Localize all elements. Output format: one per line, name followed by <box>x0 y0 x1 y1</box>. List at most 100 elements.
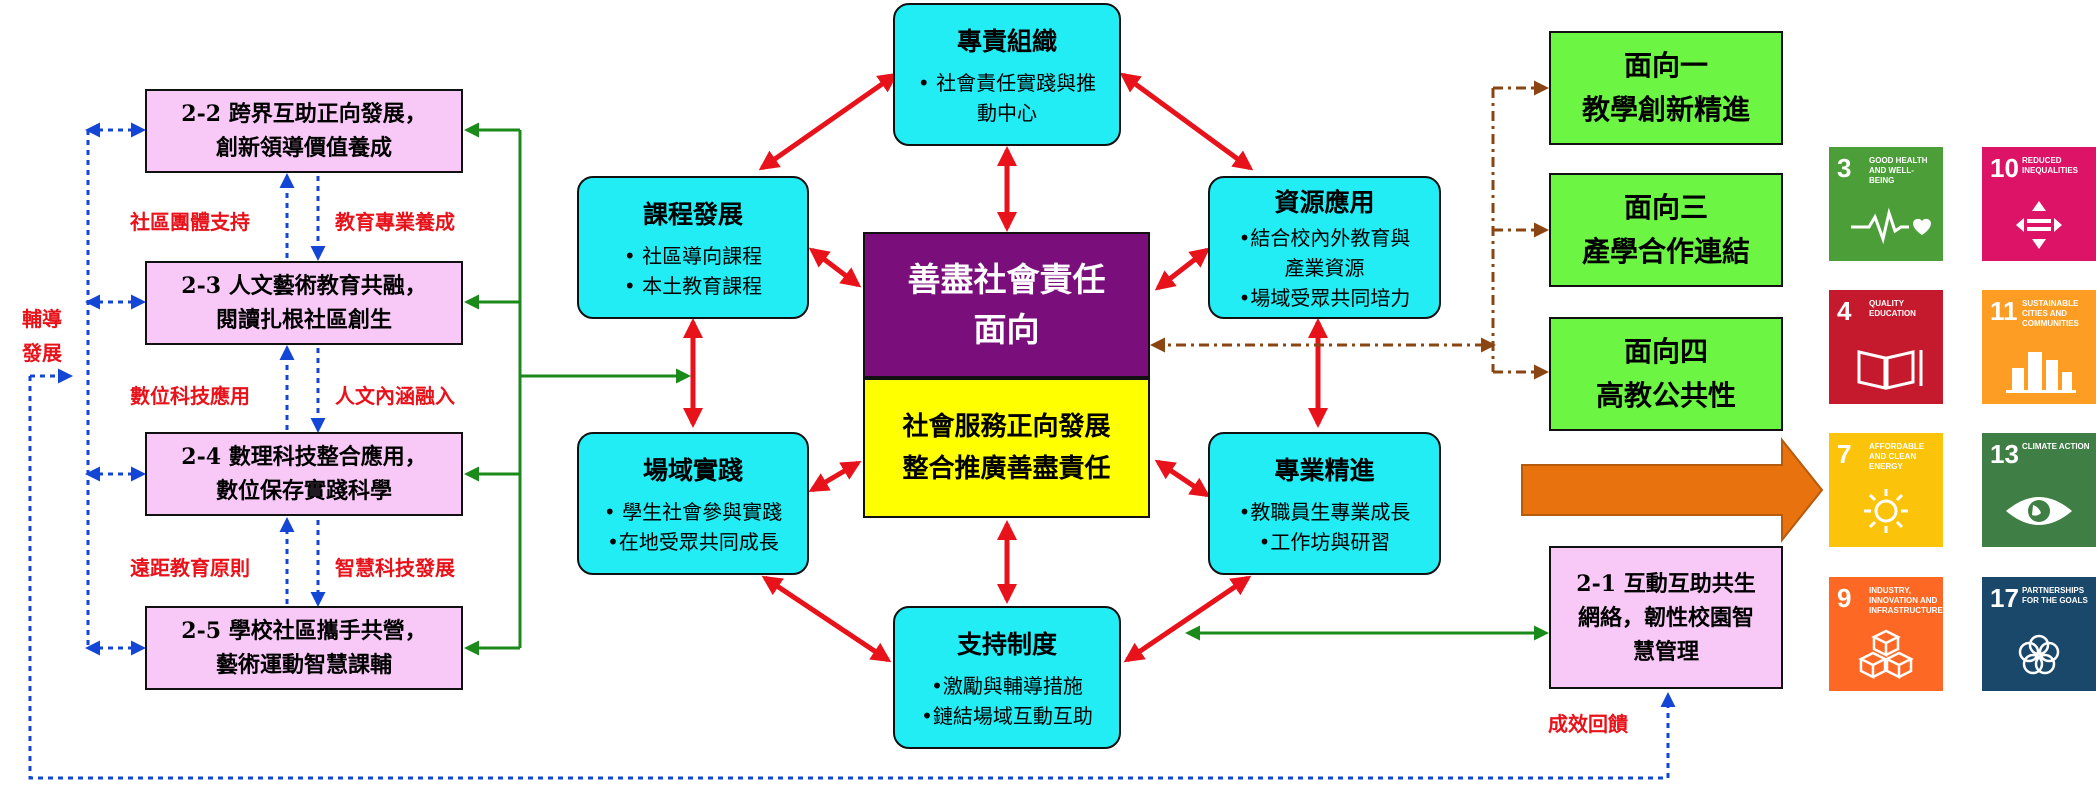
cubes-icon <box>1858 629 1914 680</box>
ring-box-support: 支持制度 •激勵與輔導措施 •鏈結場域互動互助 <box>893 606 1121 749</box>
aspect-box-3: 面向三 產學合作連結 <box>1549 173 1783 287</box>
sdg-number: 4 <box>1837 296 1852 326</box>
ring-box-support-title: 支持制度 <box>956 629 1057 659</box>
sdg-tile-17: 17 PARTNERSHIPS FOR THE GOALS <box>1982 577 2096 691</box>
ring-box-org: 專責組織 • 社會責任實踐與推 動中心 <box>893 3 1121 146</box>
aspect-box-4-line2: 高教公共性 <box>1595 379 1736 412</box>
ring-box-resource: 資源應用 •結合校內外教育與 產業資源 •場域受眾共同培力 <box>1208 176 1441 319</box>
arrow-curriculum-center <box>808 247 862 288</box>
ring-box-curriculum: 課程發展 • 社區導向課程 • 本土教育課程 <box>577 176 809 319</box>
center-subtitle-box: 社會服務正向發展 整合推廣善盡責任 <box>863 378 1150 518</box>
rings-icon <box>2018 634 2060 675</box>
sdg-label: INDUSTRY, INNOVATION AND INFRASTRUCTURE <box>1869 586 1943 615</box>
sdg-tile-4: 4 QUALITY EDUCATION <box>1829 290 1943 404</box>
sdg-number: 9 <box>1837 583 1852 613</box>
label-guidance-line2: 發展 <box>22 341 62 365</box>
arrow-field-support <box>761 575 892 663</box>
label-smart-tech: 智慧科技發展 <box>335 556 455 580</box>
ring-box-org-item: • 社會責任實踐與推 <box>917 70 1097 95</box>
center-subtitle-line2: 整合推廣善盡責任 <box>902 454 1111 484</box>
equality-icon <box>2016 201 2062 249</box>
box-2-3-line2: 閱讀扎根社區創生 <box>215 307 392 333</box>
brown-connectors <box>1150 80 1549 380</box>
sun-icon <box>1864 489 1908 533</box>
box-2-4-line1: 2-4 數理科技整合應用， <box>181 444 427 470</box>
label-digital-tech: 數位科技應用 <box>130 384 250 408</box>
center-title-box: 善盡社會責任 面向 <box>863 232 1150 378</box>
box-2-5-line1: 2-5 學校社區攜手共營， <box>181 618 427 644</box>
city-icon <box>2006 352 2076 393</box>
ring-box-resource-item: 產業資源 <box>1284 255 1365 280</box>
ring-box-resource-item: •場域受眾共同培力 <box>1238 285 1411 310</box>
ring-box-org-item: 動中心 <box>977 100 1037 125</box>
sdg-tile-3: 3 GOOD HEALTH AND WELL-BEING <box>1829 147 1943 261</box>
eye-globe-icon <box>2006 497 2072 525</box>
ring-box-resource-item: •結合校內外教育與 <box>1238 225 1411 250</box>
center-title-line2: 面向 <box>973 310 1040 349</box>
arrow-pro-center <box>1154 459 1211 498</box>
blue-connectors <box>28 122 1676 780</box>
label-humanities: 人文內涵融入 <box>335 384 455 408</box>
feedback-loop <box>28 376 1676 780</box>
label-guidance-line1: 輔導 <box>22 307 62 331</box>
sdg-tile-9: 9 INDUSTRY, INNOVATION AND INFRASTRUCTUR… <box>1829 577 1943 691</box>
ring-box-field-title: 場域實踐 <box>642 455 743 485</box>
arrow-field-center <box>808 460 862 493</box>
box-2-2: 2-2 跨界互助正向發展， 創新領導價值養成 <box>145 89 463 173</box>
box-2-1: 2-1 互動互助共生 網絡，韌性校園智 慧管理 <box>1549 546 1783 689</box>
ring-arrows <box>683 72 1328 663</box>
ring-box-pro-title: 專業精進 <box>1274 455 1375 485</box>
aspect-box-1-line1: 面向一 <box>1623 49 1708 82</box>
book-icon <box>1857 350 1923 390</box>
ring-box-support-item: •鏈結場域互動互助 <box>921 703 1093 728</box>
ring-box-curriculum-item: • 社區導向課程 <box>623 243 763 268</box>
aspect-box-1: 面向一 教學創新精進 <box>1549 31 1783 145</box>
box-2-1-line2: 網絡，韌性校園智 <box>1577 604 1754 631</box>
label-feedback: 成效回饋 <box>1548 712 1628 736</box>
arrow-pro-support <box>1123 575 1252 663</box>
big-orange-arrow <box>1521 437 1824 543</box>
sdg-label: GOOD HEALTH AND WELL-BEING <box>1869 156 1928 185</box>
label-community-support: 社區團體支持 <box>130 210 250 234</box>
ring-box-support-item: •激勵與輔導措施 <box>931 673 1083 698</box>
sdg-number: 10 <box>1990 153 2019 183</box>
box-2-5-line2: 藝術運動智慧課輔 <box>215 652 392 678</box>
sdg-number: 11 <box>1990 296 2018 326</box>
ring-box-field-item: •在地受眾共同成長 <box>607 529 779 554</box>
aspect-box-4-line1: 面向四 <box>1623 335 1708 368</box>
box-2-4: 2-4 數理科技整合應用， 數位保存實踐科學 <box>145 432 463 516</box>
box-2-3-line1: 2-3 人文藝術教育共融， <box>181 273 427 299</box>
sdg-label: QUALITY EDUCATION <box>1869 299 1916 318</box>
sdg-number: 3 <box>1837 153 1852 183</box>
sdg-label: PARTNERSHIPS FOR THE GOALS <box>2022 586 2088 605</box>
heartbeat-icon <box>1851 207 1931 245</box>
center-title-line1: 善盡社會責任 <box>907 260 1106 299</box>
arrow-org-resource <box>1119 72 1254 171</box>
box-2-3: 2-3 人文藝術教育共融， 閱讀扎根社區創生 <box>145 261 463 345</box>
sdg-number: 13 <box>1990 439 2019 469</box>
label-edu-professional: 教育專業養成 <box>335 210 455 234</box>
sdg-label: AFFORDABLE AND CLEAN ENERGY <box>1869 442 1925 471</box>
ring-box-curriculum-item: • 本土教育課程 <box>623 273 763 298</box>
ring-box-pro: 專業精進 •教職員生專業成長 •工作坊與研習 <box>1208 432 1441 575</box>
ring-box-resource-title: 資源應用 <box>1274 187 1375 217</box>
aspect-box-1-line2: 教學創新精進 <box>1581 93 1750 126</box>
sdg-number: 17 <box>1990 583 2019 613</box>
box-2-4-line2: 數位保存實踐科學 <box>215 478 392 504</box>
box-2-1-line3: 慧管理 <box>1632 638 1699 665</box>
sdg-tile-7: 7 AFFORDABLE AND CLEAN ENERGY <box>1829 433 1943 547</box>
sdg-tile-10: 10 REDUCED INEQUALITIES <box>1982 147 2096 261</box>
sdg-tile-11: 11 SUSTAINABLE CITIES AND COMMUNITIES <box>1982 290 2096 404</box>
sdg-label: REDUCED INEQUALITIES <box>2022 156 2079 175</box>
label-guidance: 輔導 發展 <box>22 302 62 370</box>
center-subtitle-line1: 社會服務正向發展 <box>902 412 1111 442</box>
label-remote-edu: 遠距教育原則 <box>130 556 250 580</box>
ring-box-field-item: • 學生社會參與實踐 <box>603 499 783 524</box>
ring-box-pro-item: •教職員生專業成長 <box>1238 499 1411 524</box>
ring-box-pro-item: •工作坊與研習 <box>1258 529 1391 554</box>
green-connectors <box>464 122 1549 656</box>
box-2-2-line2: 創新領導價值養成 <box>215 135 392 161</box>
box-2-2-line1: 2-2 跨界互助正向發展， <box>181 101 427 127</box>
aspect-box-3-line1: 面向三 <box>1623 191 1708 224</box>
